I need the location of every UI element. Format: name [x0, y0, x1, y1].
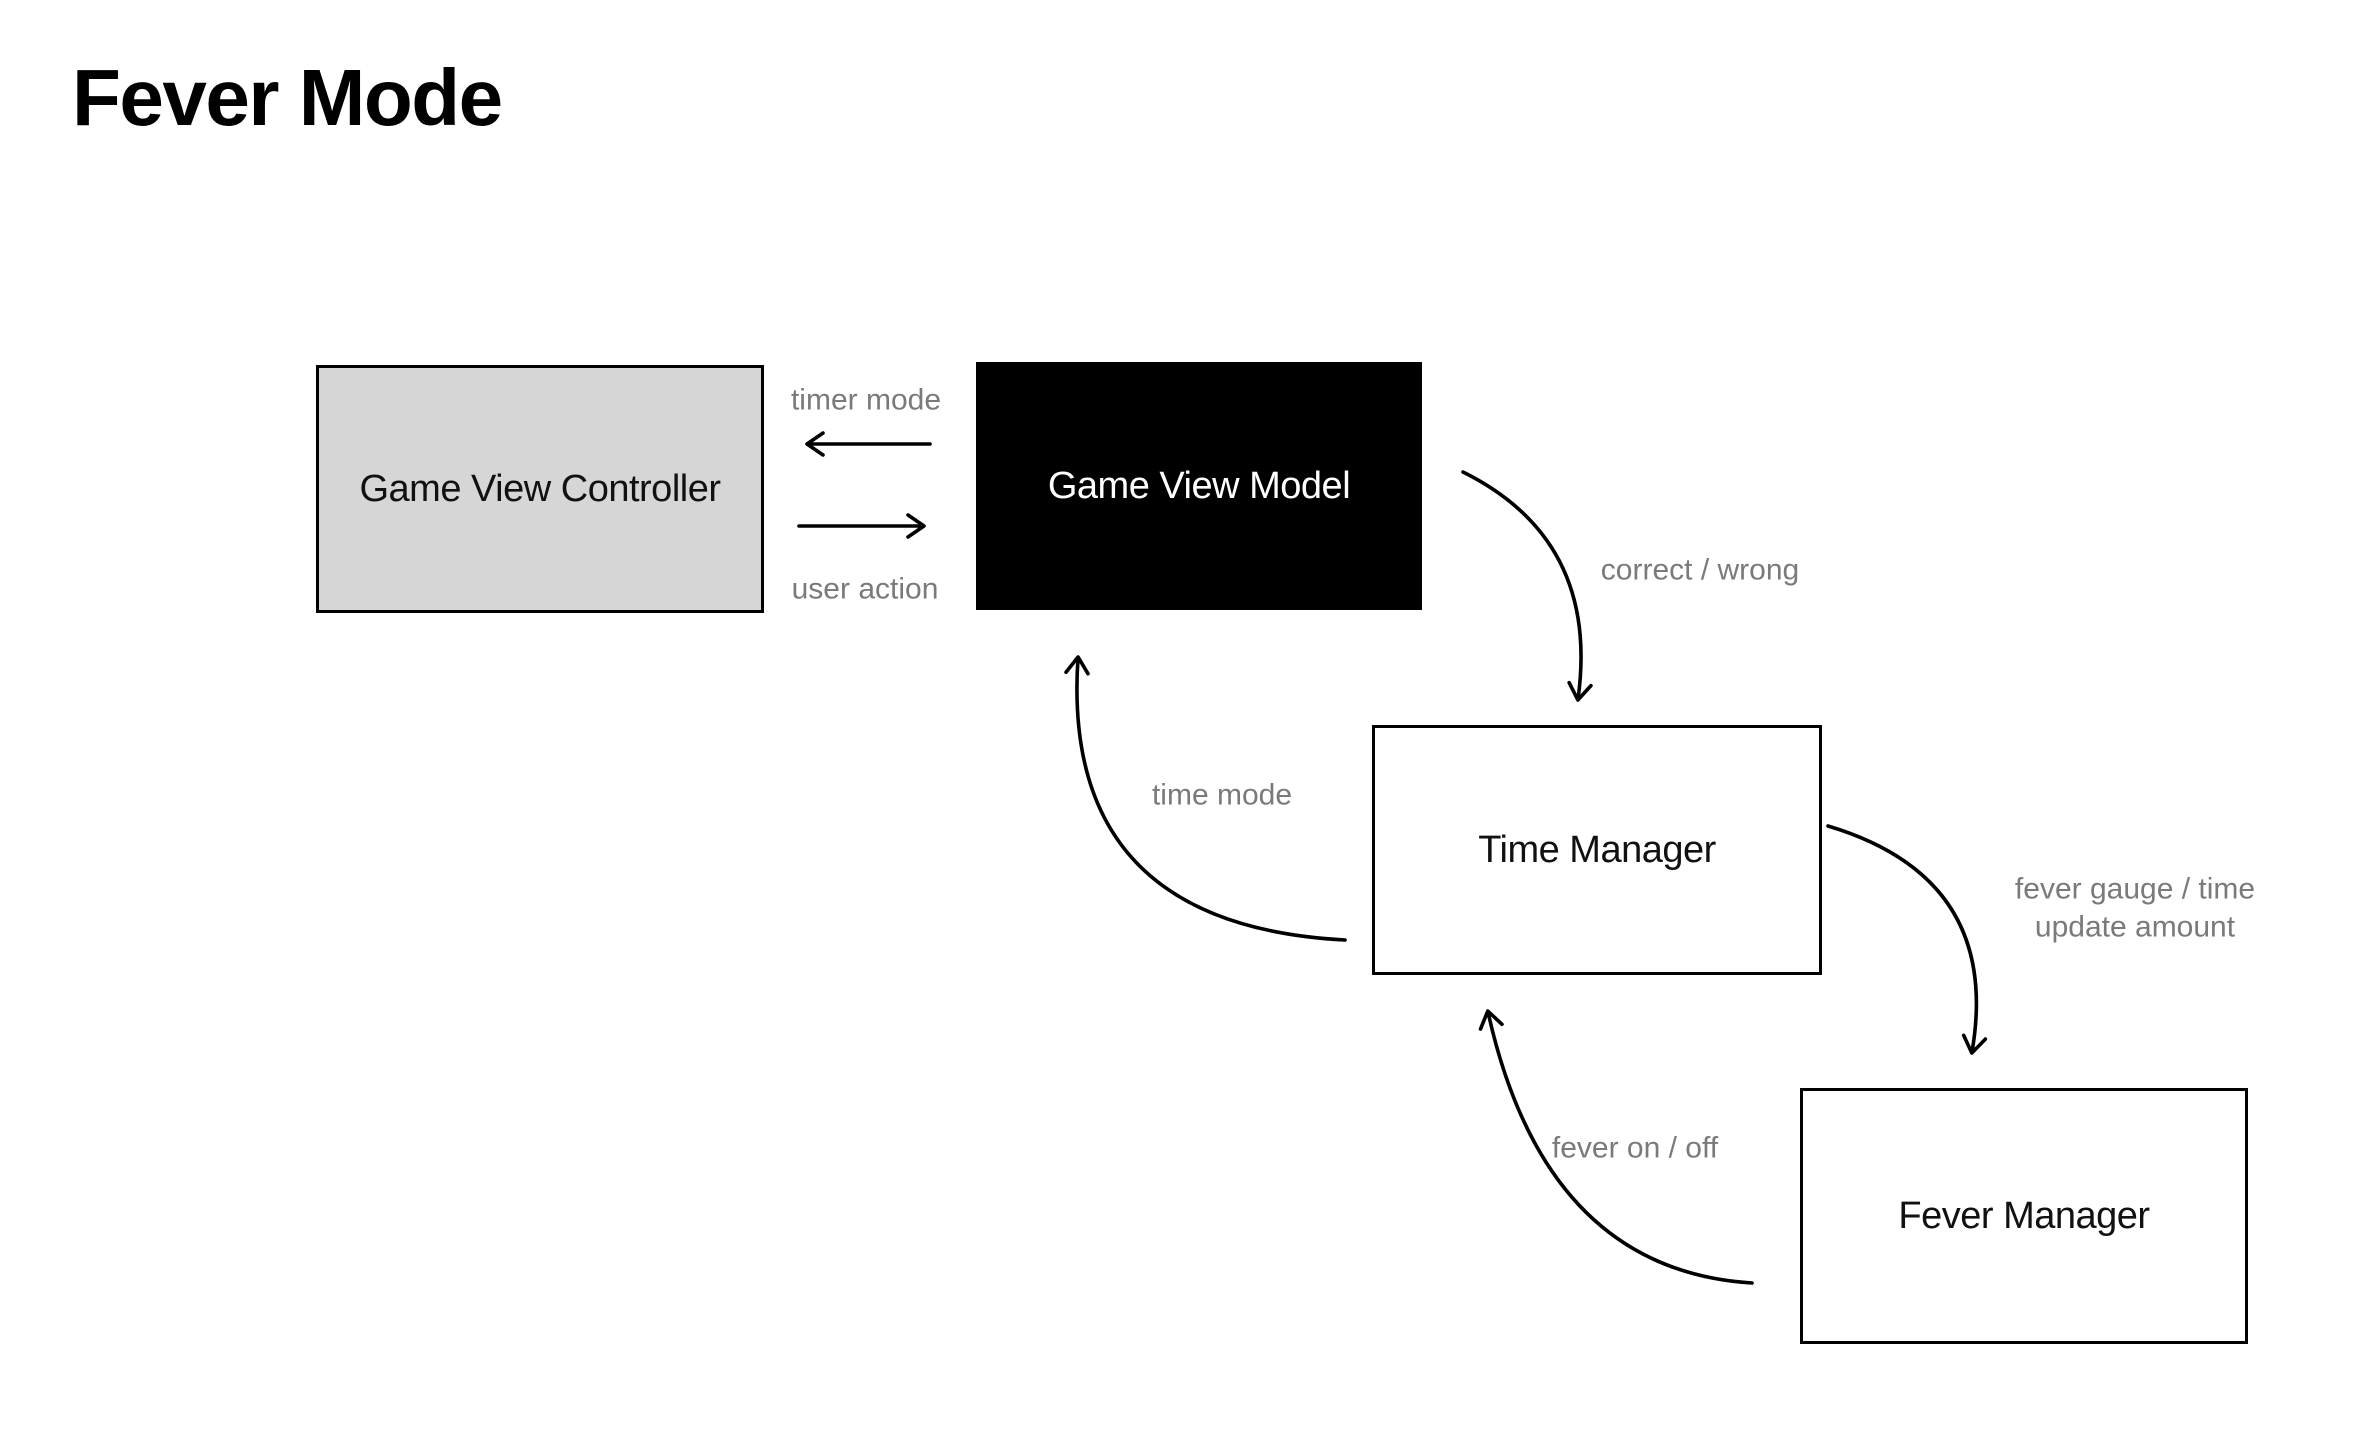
node-time-manager-label: Time Manager	[1478, 828, 1716, 871]
fever-gauge-arrow	[1826, 824, 1988, 1055]
node-game-view-model-label: Game View Model	[1047, 464, 1351, 507]
fever-on-off-arrow	[1478, 1009, 1754, 1285]
node-time-manager: Time Manager	[1372, 725, 1822, 975]
node-game-view-controller-label: Game View Controller	[359, 467, 721, 510]
node-game-view-model: Game View Model	[976, 362, 1422, 610]
edge-label-fever-on-off: fever on / off	[1551, 1131, 1719, 1165]
edge-label-correct-wrong: correct / wrong	[1600, 553, 1800, 587]
node-game-view-controller: Game View Controller	[316, 365, 764, 613]
page-title: Fever Mode	[72, 53, 503, 142]
time-mode-arrow	[1064, 655, 1347, 942]
node-fever-manager: Fever Manager	[1800, 1088, 2248, 1344]
edge-label-fever-gauge-line1: fever gauge / time	[2014, 872, 2256, 906]
edge-label-fever-gauge: fever gauge / time update amount	[2015, 871, 2255, 946]
edge-label-time-mode: time mode	[1151, 778, 1293, 812]
correct-wrong-arrow	[1461, 470, 1593, 702]
edge-label-fever-gauge-line2: update amount	[2034, 910, 2236, 943]
edge-label-timer-mode: timer mode	[790, 383, 942, 417]
edge-label-user-action: user action	[791, 572, 939, 606]
node-fever-manager-label: Fever Manager	[1898, 1194, 2150, 1237]
